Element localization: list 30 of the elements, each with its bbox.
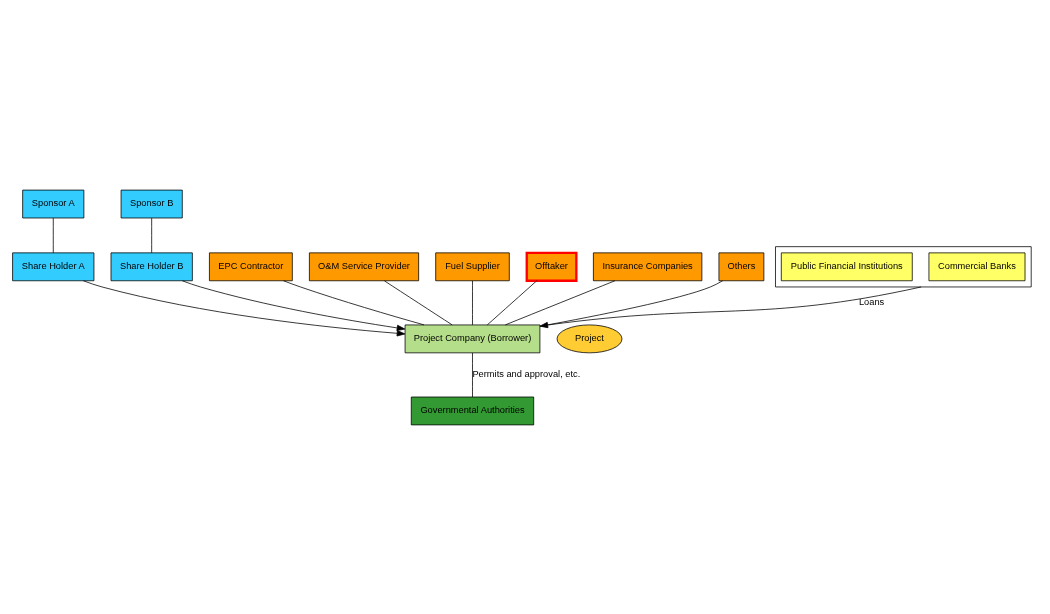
connector: [384, 279, 453, 325]
cluster: [775, 245, 1032, 287]
node-box: Project Company (Borrower): [404, 324, 541, 353]
node-box: Fuel Supplier: [435, 252, 510, 281]
node-box: Sponsor A: [22, 189, 85, 218]
node-box: Public Financial Institutions: [780, 252, 913, 281]
connector: [52, 217, 54, 253]
connector: [472, 279, 473, 325]
node-box: EPC Contractor: [209, 252, 293, 281]
node-box: Governmental Authorities: [410, 396, 535, 425]
arrow: [539, 286, 922, 328]
connector: [472, 352, 473, 397]
connector: [539, 279, 723, 327]
node-box: Others: [718, 252, 765, 281]
node-box: Offtaker: [525, 251, 578, 282]
arrow: [83, 279, 406, 336]
connector: [283, 279, 425, 325]
node-box: Sponsor B: [120, 189, 183, 218]
connector: [486, 279, 538, 325]
connector: [505, 279, 616, 325]
node-box: Share Holder B: [110, 252, 193, 281]
node-box: Insurance Companies: [593, 252, 703, 281]
edge-label: Permits and approval, etc.: [472, 368, 581, 379]
node-box: O&M Service Provider: [309, 252, 420, 281]
node-ellipse: Project: [556, 324, 623, 353]
connector: [151, 217, 153, 253]
edge-label: Loans: [858, 296, 885, 307]
node-box: Share Holder A: [12, 252, 95, 281]
arrow: [181, 279, 406, 331]
node-box: Commercial Banks: [928, 252, 1026, 281]
